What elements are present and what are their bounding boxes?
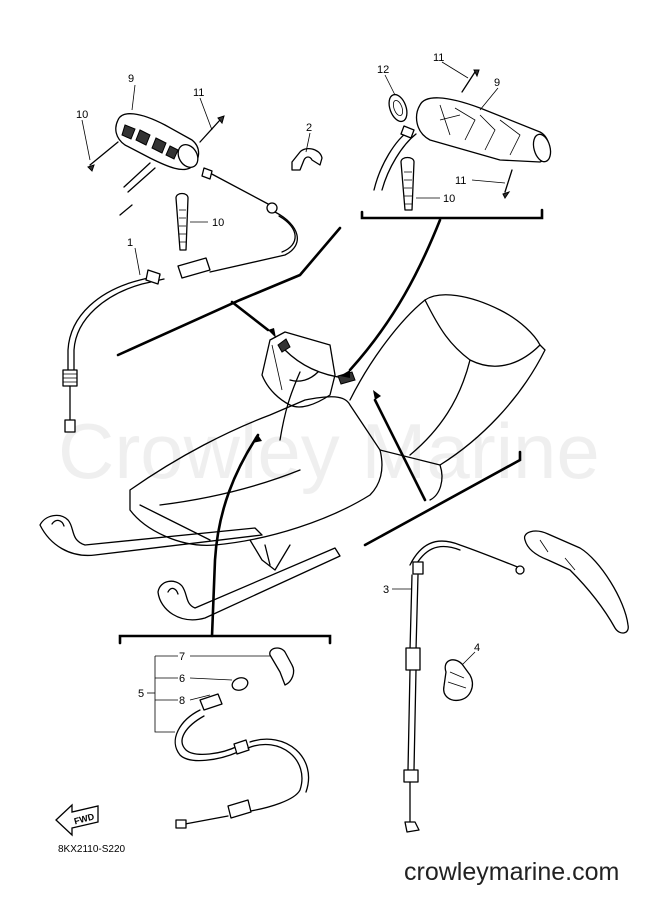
callout-9-right: 9 [494, 77, 500, 89]
callout-9-left: 9 [128, 73, 134, 85]
watermark-text: Crowley Marine [58, 407, 600, 495]
left-grip-assembly [62, 113, 323, 433]
callout-leaders [81, 61, 506, 666]
footer-url: crowleymarine.com [404, 858, 619, 886]
callout-6: 6 [179, 673, 185, 685]
fwd-arrow-icon: FWD [55, 803, 99, 837]
right-grip-assembly [373, 69, 552, 211]
snowmobile-illustration [39, 294, 546, 621]
part-code: 8KX2110-S220 [58, 844, 126, 855]
callout-2: 2 [306, 122, 312, 134]
callout-1: 1 [127, 237, 133, 249]
callout-11-right-a: 11 [433, 52, 444, 64]
callout-11-right-b: 11 [455, 175, 466, 187]
callout-10-left: 10 [212, 217, 224, 229]
bracket-lines [116, 208, 544, 645]
callout-5: 5 [138, 688, 144, 700]
callout-10-right: 10 [443, 193, 455, 205]
callout-11-left-b: 11 [193, 87, 204, 99]
choke-cable-assembly [147, 647, 310, 829]
callout-11-left-a: 10 [76, 109, 88, 121]
callouts: 9 10 11 2 10 1 12 11 9 10 11 3 4 7 6 5 8 [76, 52, 500, 707]
callout-4: 4 [474, 642, 480, 654]
callout-7: 7 [179, 651, 185, 663]
callout-12: 12 [377, 64, 389, 76]
callout-3: 3 [383, 584, 389, 596]
brake-cable-assembly [403, 530, 629, 833]
callout-8: 8 [179, 695, 185, 707]
